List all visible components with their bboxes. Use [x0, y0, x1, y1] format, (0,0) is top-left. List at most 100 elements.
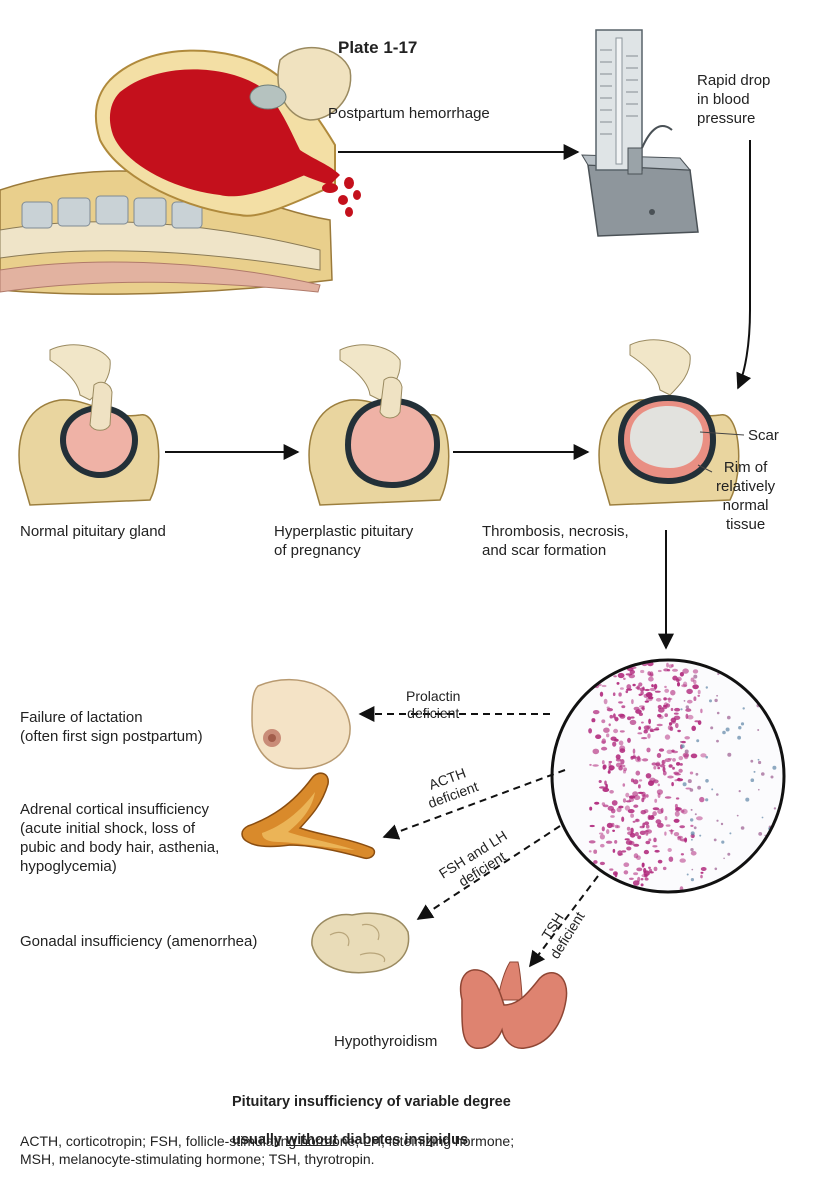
stain-cell: [598, 674, 603, 680]
stain-speck: [691, 838, 693, 841]
stain-cell: [606, 829, 610, 835]
stain-cell: [648, 718, 651, 725]
stain-cell: [653, 728, 660, 731]
conclusion-text: Pituitary insufficiency of variable degr…: [232, 1074, 511, 1150]
stain-cell: [618, 701, 623, 704]
stain-speck: [749, 682, 753, 686]
stain-cell: [672, 668, 678, 672]
stain-cell: [673, 712, 679, 715]
stain-cell: [671, 782, 674, 787]
adrenal-gland-illustration: [241, 772, 376, 860]
stain-cell: [654, 690, 661, 693]
stain-cell: [621, 705, 626, 709]
stain-cell: [690, 824, 694, 828]
stain-cell: [600, 843, 605, 848]
adrenal-insufficiency-label: Adrenal cortical insufficiency (acute in…: [20, 801, 220, 875]
stain-cell: [648, 838, 652, 842]
stain-cell: [673, 818, 680, 823]
stain-speck: [771, 679, 775, 683]
stain-speck: [736, 814, 739, 817]
histology-circle: [550, 658, 786, 894]
conclusion-line2-pre: usually: [232, 1132, 286, 1148]
stain-cell: [657, 766, 661, 770]
stain-speck: [714, 867, 718, 871]
stain-cell: [610, 883, 616, 887]
stain-cell: [690, 677, 695, 682]
stain-cell: [623, 677, 626, 680]
stain-cell: [670, 689, 676, 696]
stain-speck: [685, 705, 689, 709]
breast-illustration: [251, 678, 351, 770]
stain-cell: [672, 766, 675, 770]
conclusion-line2-post: diabetes insipidus: [337, 1132, 469, 1148]
stain-cell: [675, 797, 680, 800]
stain-cell: [636, 855, 641, 860]
stain-cell: [674, 773, 681, 776]
stain-cell: [611, 664, 617, 669]
stain-cell: [629, 719, 637, 726]
stain-cell: [639, 830, 646, 835]
stain-cell: [591, 718, 596, 723]
stain-speck: [711, 788, 714, 791]
stain-cell: [643, 809, 649, 814]
stain-cell: [673, 832, 680, 837]
stain-cell: [642, 686, 645, 691]
stain-cell: [662, 766, 666, 772]
stain-cell: [655, 762, 661, 767]
stain-cell: [613, 728, 619, 734]
stain-cell: [624, 838, 630, 841]
stain-cell: [615, 762, 622, 768]
stain-cell: [664, 688, 670, 693]
sphygmomanometer-illustration: [581, 29, 699, 237]
stain-cell: [656, 822, 664, 828]
stain-speck: [727, 715, 731, 720]
stain-cell: [655, 761, 661, 768]
stain-cell: [614, 716, 619, 722]
stain-cell: [661, 760, 666, 764]
stain-cell: [601, 738, 606, 744]
stain-cell: [638, 779, 643, 782]
stain-speck: [729, 832, 732, 835]
stain-cell: [641, 862, 645, 868]
stain-speck: [693, 674, 698, 679]
stain-cell: [623, 862, 630, 867]
stain-cell: [621, 816, 625, 822]
arrow-bp-to-pituitary: [736, 140, 752, 390]
stain-cell: [700, 874, 703, 879]
stain-speck: [716, 793, 719, 796]
stain-cell: [648, 868, 653, 873]
stain-cell: [593, 849, 598, 854]
stain-speck: [768, 840, 770, 843]
stain-cell: [670, 829, 673, 835]
stain-speck: [680, 740, 682, 743]
stain-cell: [690, 851, 697, 856]
stain-cell: [679, 858, 686, 863]
stain-cell: [628, 795, 636, 799]
stain-cell: [602, 804, 609, 808]
stain-cell: [641, 721, 644, 724]
stain-cell: [671, 664, 674, 668]
stain-speck: [721, 840, 725, 844]
stain-cell: [700, 867, 707, 871]
stain-cell: [613, 713, 616, 719]
stain-cell: [656, 723, 663, 727]
stain-cell: [675, 722, 679, 729]
stain-speck: [764, 834, 766, 837]
stain-speck: [716, 711, 720, 715]
stain-cell: [670, 707, 674, 712]
stain-speck: [740, 722, 745, 726]
stain-cell: [672, 675, 678, 681]
stain-cell: [686, 688, 693, 695]
stain-cell: [653, 866, 658, 872]
stain-cell: [667, 775, 674, 779]
stain-cell: [616, 807, 622, 813]
stain-cell: [615, 754, 621, 760]
lactation-failure-label: Failure of lactation (often first sign p…: [20, 709, 203, 745]
stain-cell: [663, 697, 667, 701]
stain-cell: [657, 859, 663, 864]
stain-cell: [648, 866, 651, 869]
stain-speck: [756, 861, 760, 865]
stain-cell: [607, 770, 611, 774]
flow-arrows: [165, 140, 752, 968]
stain-cell: [656, 753, 662, 758]
